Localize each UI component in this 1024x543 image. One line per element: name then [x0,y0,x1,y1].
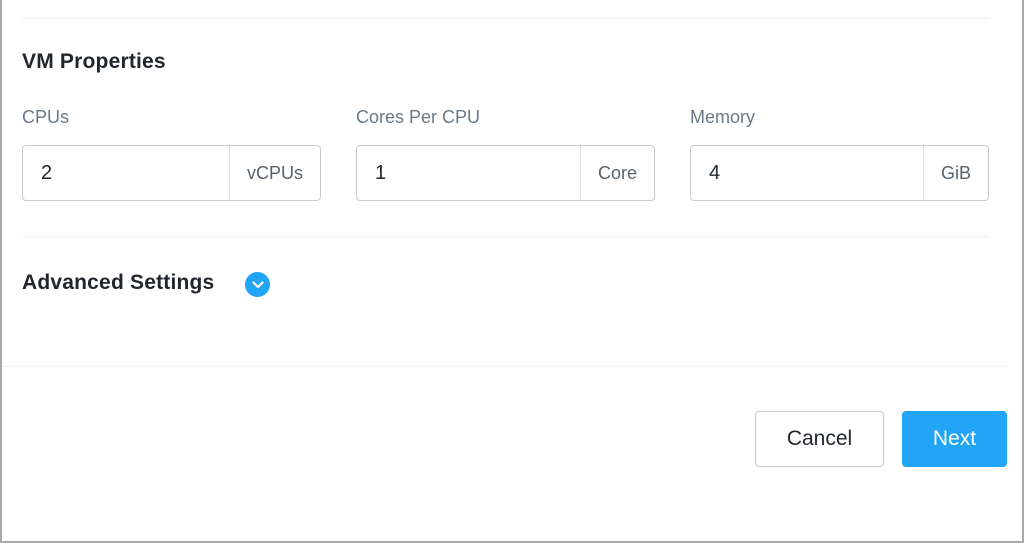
cpus-field[interactable]: 2 vCPUs [22,145,321,201]
cancel-button[interactable]: Cancel [755,411,884,467]
advanced-settings-title[interactable]: Advanced Settings [22,271,215,294]
memory-field[interactable]: 4 GiB [690,145,989,201]
cpus-input[interactable]: 2 [41,161,53,184]
top-divider [22,18,990,19]
next-button[interactable]: Next [902,411,1007,467]
cores-per-cpu-label: Cores Per CPU [356,107,481,127]
cpus-unit: vCPUs [228,146,320,200]
cpus-label: CPUs [22,107,70,127]
memory-input[interactable]: 4 [709,161,721,184]
cores-per-cpu-unit: Core [579,146,654,200]
cores-per-cpu-input[interactable]: 1 [375,161,387,184]
vm-properties-title: VM Properties [22,50,166,73]
cores-per-cpu-field[interactable]: 1 Core [356,145,655,201]
footer-divider [2,366,1008,367]
memory-label: Memory [690,107,756,127]
section-divider [22,236,990,237]
memory-unit: GiB [922,146,988,200]
chevron-down-icon[interactable] [245,272,270,297]
